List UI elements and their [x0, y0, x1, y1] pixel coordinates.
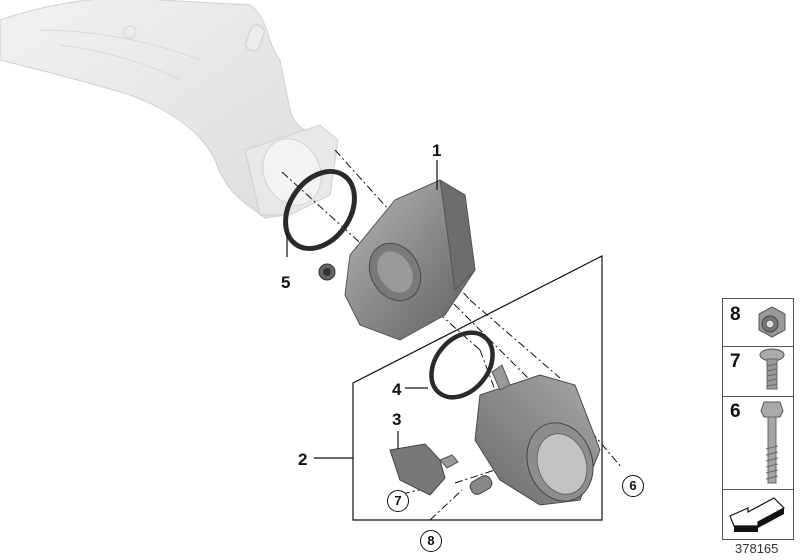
legend-row-6[interactable]: 6 [723, 396, 793, 490]
hardware-legend: 8 7 6 [722, 298, 794, 540]
callout-8[interactable]: 8 [420, 530, 442, 552]
legend-num: 6 [730, 401, 741, 422]
torx-screw-icon [759, 348, 785, 390]
callout-3[interactable]: 3 [392, 410, 402, 429]
callout-2[interactable]: 2 [298, 450, 308, 469]
legend-num: 8 [730, 304, 741, 325]
legend-num: 7 [730, 351, 741, 372]
throttle-body [469, 364, 601, 506]
callout-5[interactable]: 5 [281, 273, 291, 292]
throttle-housing-1 [318, 179, 476, 341]
leader-lines [286, 160, 438, 459]
callout-1[interactable]: 1 [432, 141, 442, 160]
legend-row-arrow [723, 489, 793, 539]
legend-row-8[interactable]: 8 [723, 299, 793, 347]
sensor-3 [389, 443, 459, 496]
hex-bolt-icon [760, 401, 784, 484]
callout-6[interactable]: 6 [622, 475, 644, 497]
callout-4[interactable]: 4 [392, 380, 402, 399]
sealing-ring-4 [429, 330, 495, 400]
intake-manifold-ghost [0, 0, 339, 219]
direction-arrow-icon [729, 497, 785, 532]
assembly-bracket-2 [352, 255, 603, 521]
image-number: 378165 [735, 541, 779, 556]
sealing-ring-5 [283, 169, 357, 251]
callout-7[interactable]: 7 [387, 490, 409, 512]
legend-row-7[interactable]: 7 [723, 346, 793, 397]
hex-nut-icon [758, 306, 786, 338]
